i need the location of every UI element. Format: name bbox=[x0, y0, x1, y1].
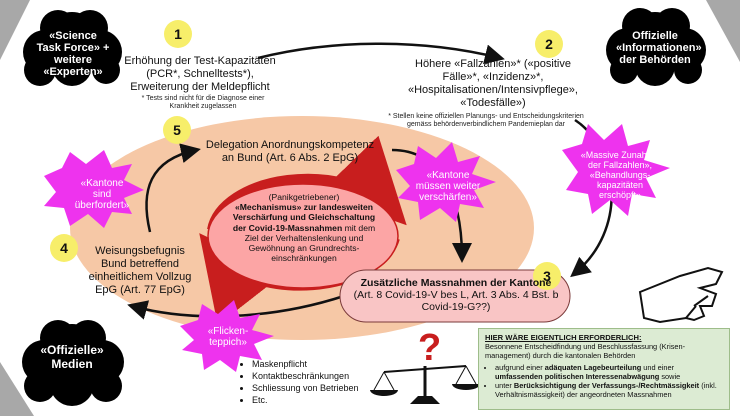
req1-pre: aufgrund einer bbox=[495, 363, 545, 372]
step-1-number: 1 bbox=[174, 26, 182, 42]
center-ellipse bbox=[207, 183, 399, 289]
requirement-box: HIER WÄRE EIGENTLICH ERFORDERLICH: Beson… bbox=[478, 328, 730, 410]
step-1-text: Erhöhung der Test-Kapazitäten (PCR*, Sch… bbox=[124, 55, 276, 93]
starburst-middle bbox=[396, 142, 496, 222]
starburst-left bbox=[44, 150, 144, 228]
req2-pre: unter bbox=[495, 381, 514, 390]
center-rest: mit dem Ziel der Verhaltenslenkung und G… bbox=[244, 222, 376, 264]
cloud-shape-bl bbox=[22, 320, 124, 406]
center-bold: «Mechanismus» zur landesweiten Verschärf… bbox=[232, 202, 376, 233]
cloud-text-experts: «Science Task Force» + weitere «Experten… bbox=[36, 30, 110, 78]
step-2-text: Höhere «Fallzahlen»* («positive Fälle»*,… bbox=[407, 58, 578, 109]
step-2-circle bbox=[535, 30, 563, 58]
requirement-item-1: aufgrund einer adäquaten Lagebeurteilung… bbox=[495, 363, 723, 381]
cloud-shape-tr bbox=[606, 8, 706, 86]
svg-text:?: ? bbox=[418, 327, 441, 369]
step-4-circle bbox=[50, 234, 78, 262]
arrow-1-to-2 bbox=[257, 42, 505, 65]
step-3-circle bbox=[533, 262, 561, 290]
step-3-text: Zusätzliche Massnahmen der Kantone (Art.… bbox=[350, 277, 562, 313]
requirement-title: HIER WÄRE EIGENTLICH ERFORDERLICH: bbox=[485, 333, 642, 342]
step-1-note: * Tests sind nicht für die Diagnose eine… bbox=[141, 95, 265, 110]
step-2-number: 2 bbox=[545, 36, 553, 52]
center-pre: (Panikgetriebener) bbox=[268, 192, 340, 202]
cloud-shape-tl bbox=[23, 10, 122, 86]
measure-item: Kontaktbeschränkungen bbox=[252, 370, 359, 382]
step-4-number: 4 bbox=[60, 240, 68, 256]
req2-bold: Berücksichtigung der Verfassungs-/Rechtm… bbox=[513, 381, 700, 390]
step-3-title: Zusätzliche Massnahmen der Kantone bbox=[360, 277, 552, 289]
step-2-note: * Stellen keine offiziellen Planungs- un… bbox=[388, 113, 584, 128]
starburst-text-bottom: «Flicken-teppich» bbox=[207, 326, 249, 348]
starburst-text-left: «Kantone sind überfordert» bbox=[74, 178, 130, 211]
step-4-text: Weisungsbefugnis Bund betreffend einheit… bbox=[88, 245, 192, 296]
scales-question-icon: ? bbox=[370, 327, 480, 404]
requirement-list: aufgrund einer adäquaten Lagebeurteilung… bbox=[485, 363, 723, 399]
req1-post: sowie bbox=[659, 372, 681, 381]
step-3-box bbox=[339, 269, 571, 323]
step-1-circle bbox=[164, 20, 192, 48]
step-3-number: 3 bbox=[543, 268, 551, 284]
cloud-text-media: «Offizielle» Medien bbox=[40, 343, 104, 371]
req1-mid: und einer bbox=[641, 363, 675, 372]
requirement-item-2: unter Berücksichtigung der Verfassungs-/… bbox=[495, 381, 723, 399]
arrow-4-to-5 bbox=[145, 143, 201, 233]
step-5-text: Delegation Anordnungskompetenz an Bund (… bbox=[205, 139, 375, 164]
starburst-bottom bbox=[180, 300, 274, 372]
req2-post: (inkl. Verhältnismässigkeit) der angeord… bbox=[495, 381, 717, 399]
req1-bold2: umfassenden politischen Interessenabwägu… bbox=[495, 372, 660, 381]
corner-triangle-tr bbox=[706, 0, 740, 62]
step-5-number: 5 bbox=[173, 122, 181, 138]
req1-bold1: adäquaten Lagebeurteilung bbox=[544, 363, 642, 372]
step-5-circle bbox=[163, 116, 191, 144]
measure-item: Etc. bbox=[252, 394, 359, 406]
measure-item: Maskenpflicht bbox=[252, 358, 359, 370]
starburst-text-middle: «Kantone müssen weiter verschärfen» bbox=[415, 170, 481, 203]
corner-triangle-bl bbox=[0, 362, 34, 416]
center-mechanism-text: (Panikgetriebener) «Mechanismus» zur lan… bbox=[226, 192, 382, 263]
step-3-detail: (Art. 8 Covid-19-V bes L, Art. 3 Abs. 4 … bbox=[353, 289, 559, 313]
corner-triangle-tl bbox=[0, 0, 30, 60]
cloud-text-authorities: Offizielle «Informationen» der Behörden bbox=[616, 30, 702, 66]
measure-item: Schliessung von Betrieben bbox=[252, 382, 359, 394]
measures-list: Maskenpflicht Kontaktbeschränkungen Schl… bbox=[240, 358, 359, 406]
pointing-hand-icon bbox=[638, 266, 724, 324]
starburst-right bbox=[562, 124, 670, 216]
starburst-text-right: «Massive Zunahme der Fallzahlen», «Behan… bbox=[580, 150, 660, 200]
requirement-intro: Besonnene Entscheidfindung und Beschluss… bbox=[485, 342, 686, 360]
